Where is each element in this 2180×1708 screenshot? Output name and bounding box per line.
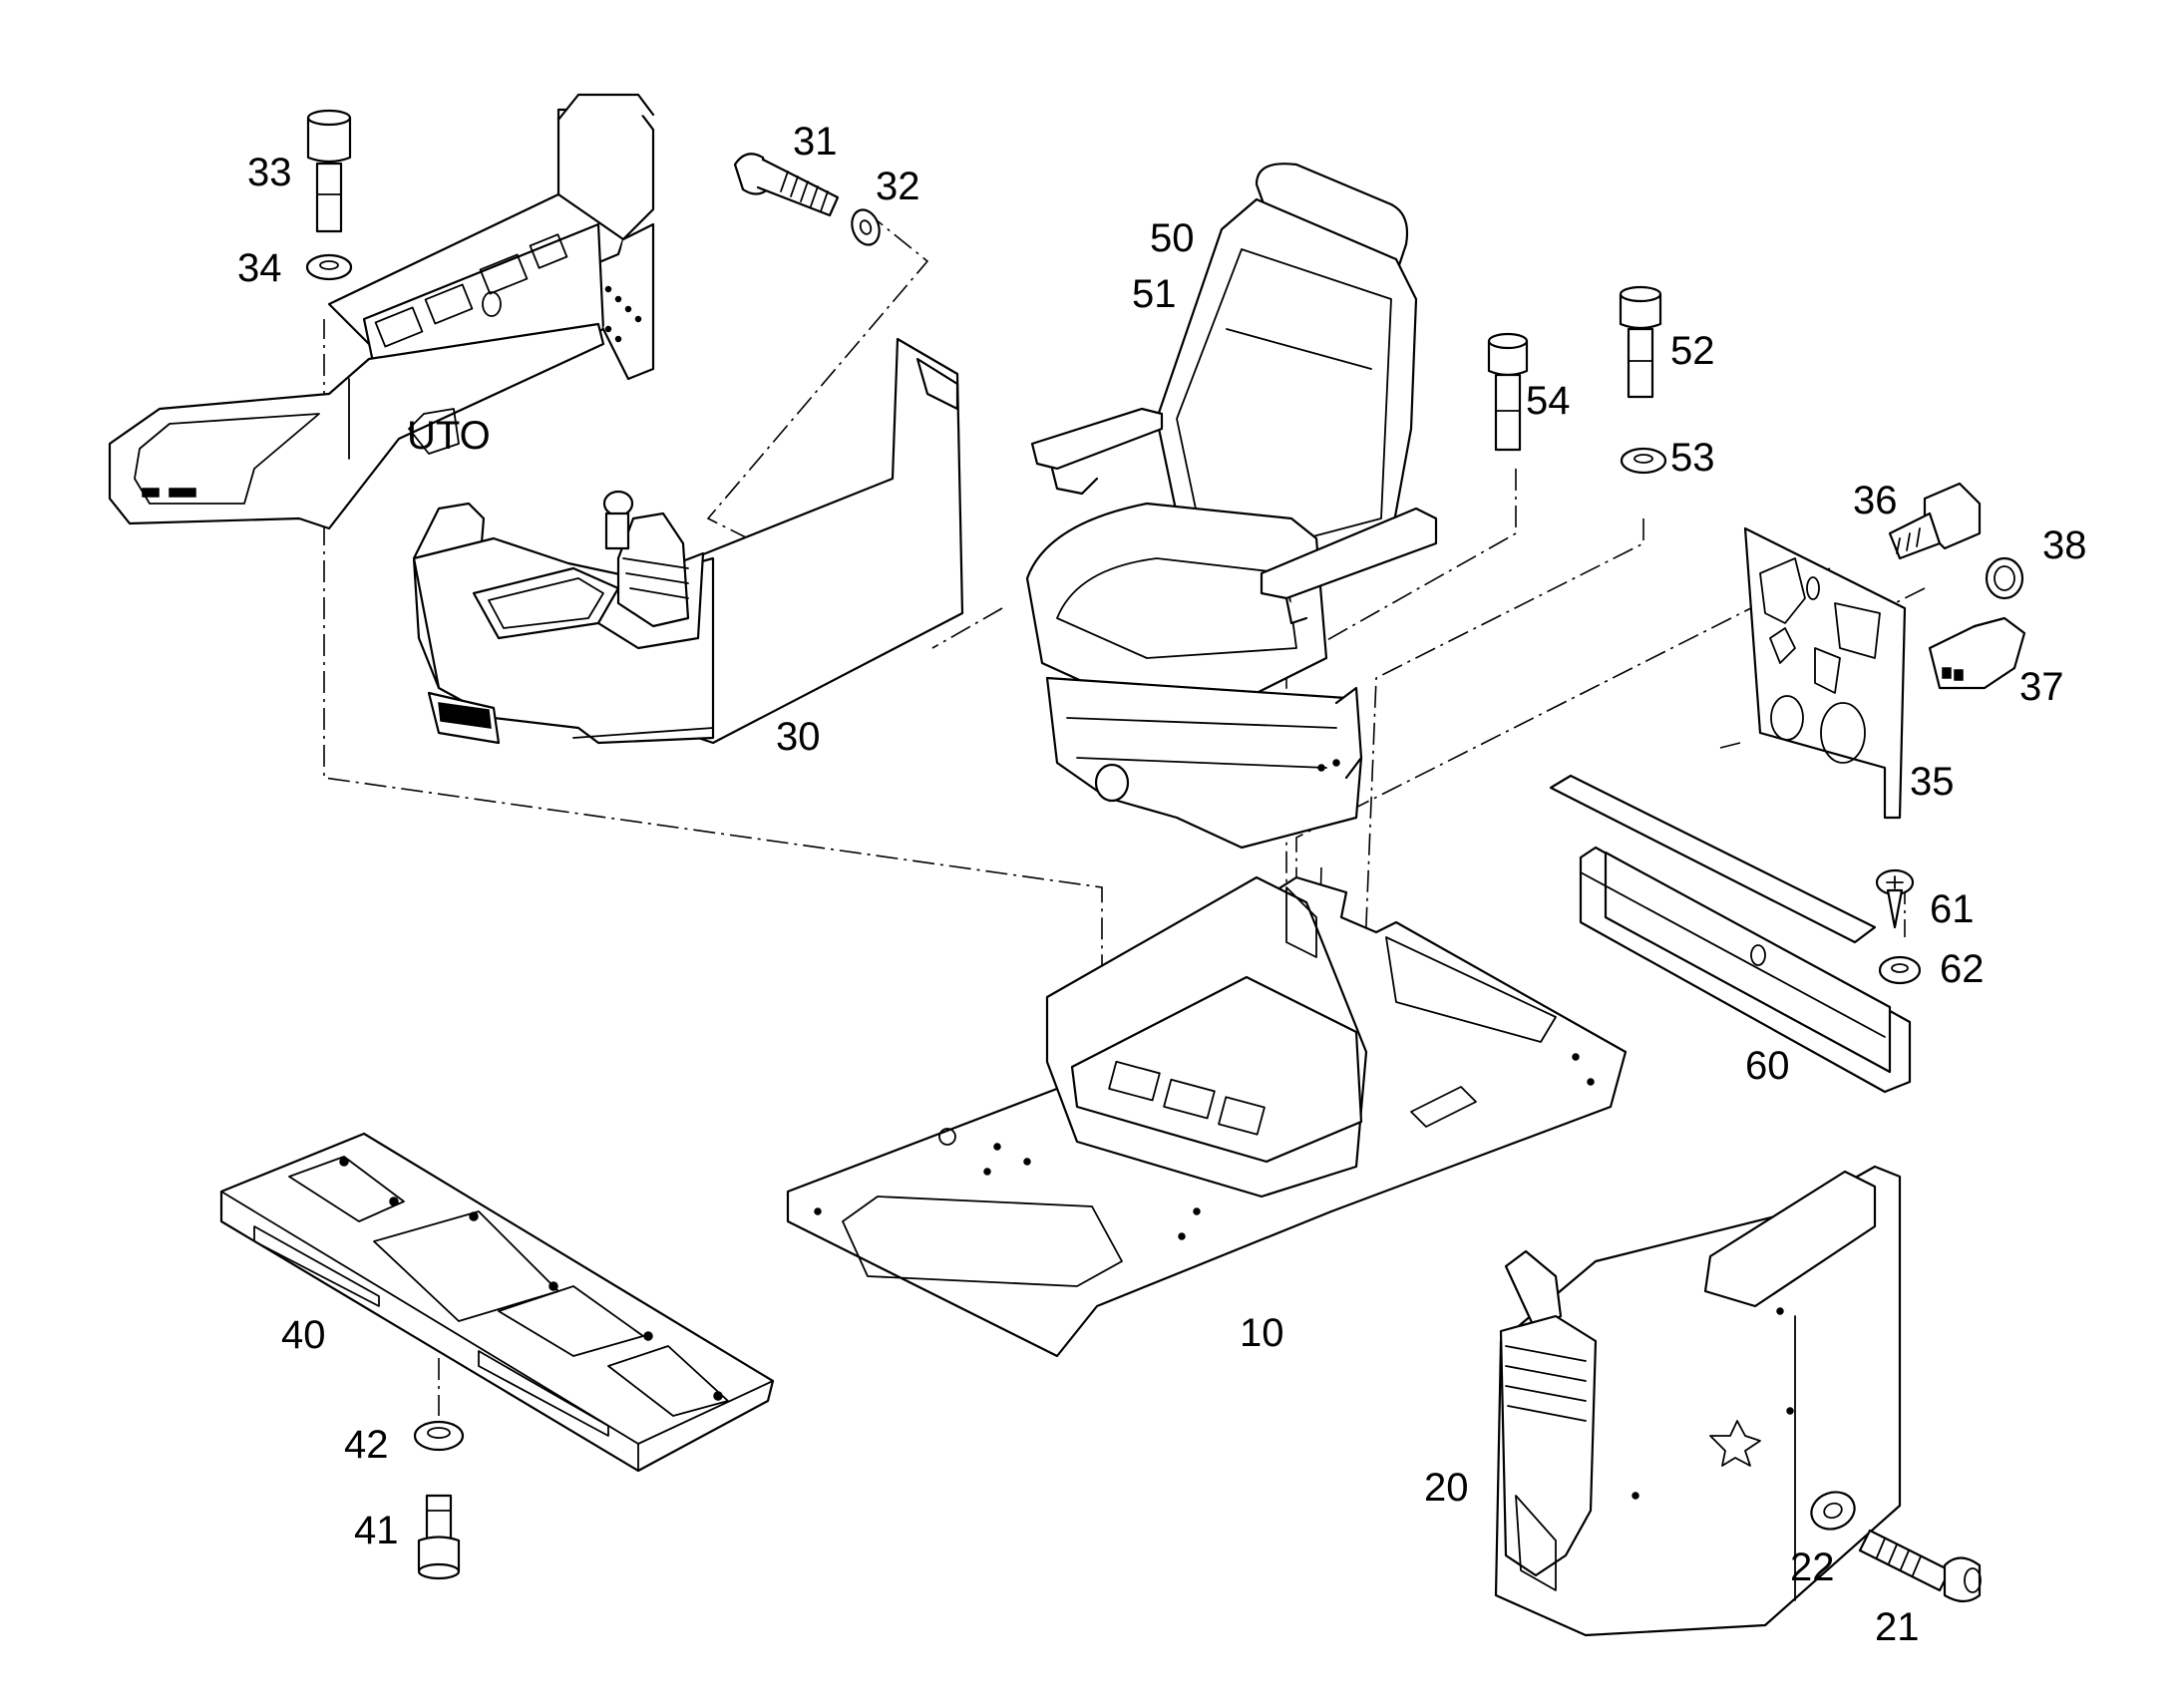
- callout-40: 40: [281, 1313, 326, 1357]
- callout-41: 41: [354, 1509, 399, 1552]
- callout-52: 52: [1670, 329, 1715, 373]
- screw-61: [1875, 868, 1915, 929]
- callout-33: 33: [247, 151, 292, 194]
- callout-60: 60: [1745, 1044, 1790, 1088]
- callout-35: 35: [1910, 760, 1955, 804]
- callout-30: 30: [776, 715, 821, 759]
- callout-37: 37: [2019, 665, 2064, 709]
- callout-31: 31: [793, 120, 838, 164]
- callout-38: 38: [2042, 523, 2087, 567]
- cap-38: [1985, 556, 2024, 600]
- callout-labels: 33 34 31 32 30 50 51 52 53 54 36 38 37 3…: [237, 120, 2087, 1649]
- callout-42: 42: [344, 1423, 389, 1467]
- bolt-54: [1487, 332, 1529, 452]
- console-bracket: UTO: [108, 93, 655, 530]
- bolt-41: [417, 1494, 461, 1580]
- plate-35: [1743, 526, 1907, 820]
- bolt-52: [1619, 285, 1662, 399]
- washer-42: [413, 1420, 465, 1452]
- callout-22: 22: [1790, 1545, 1835, 1589]
- callout-61: 61: [1930, 887, 1975, 931]
- control-console-30: [412, 337, 964, 745]
- callout-10: 10: [1240, 1311, 1284, 1355]
- channel-60: [1549, 774, 1912, 1094]
- callout-21: 21: [1875, 1605, 1920, 1649]
- callout-32: 32: [876, 165, 920, 208]
- bolt-31: [733, 153, 840, 217]
- callout-54: 54: [1526, 379, 1571, 423]
- callout-51: 51: [1132, 272, 1177, 316]
- callout-50: 50: [1150, 216, 1195, 260]
- callout-36: 36: [1853, 479, 1898, 522]
- washer-34: [305, 253, 353, 281]
- washer-32: [851, 208, 881, 246]
- bolt-33: [306, 109, 352, 233]
- callout-53: 53: [1670, 436, 1715, 480]
- washer-22: [1810, 1491, 1856, 1531]
- washer-62: [1878, 955, 1922, 985]
- callout-20: 20: [1424, 1466, 1469, 1510]
- bolt-21: [1858, 1529, 1982, 1603]
- control-console-20: [1494, 1165, 1902, 1637]
- bracket-marking: UTO: [407, 414, 491, 458]
- callout-34: 34: [237, 246, 282, 290]
- footplate-40: [219, 1132, 775, 1473]
- floor-plate-10: [786, 875, 1628, 1358]
- callout-62: 62: [1940, 947, 1985, 991]
- connector-36: [1888, 482, 1982, 560]
- plug-37: [1928, 616, 2026, 690]
- washer-53: [1620, 447, 1667, 475]
- seat-50: [1025, 163, 1438, 850]
